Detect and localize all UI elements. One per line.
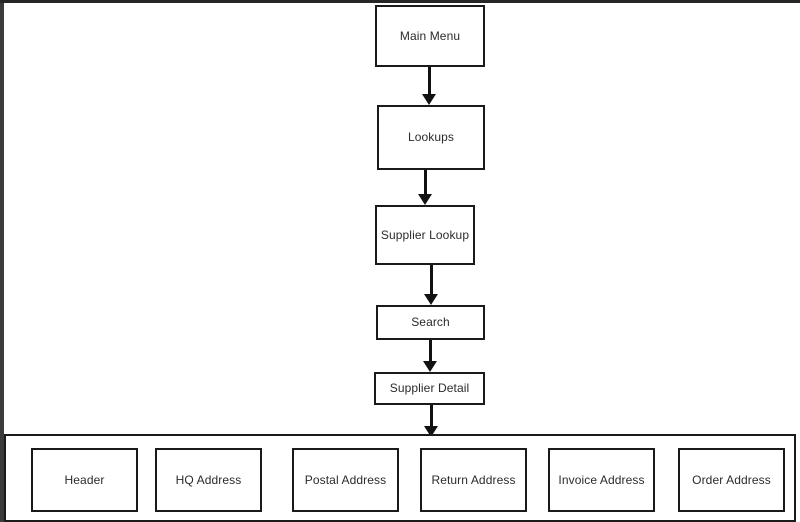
node-order-address[interactable]: Order Address (678, 448, 785, 512)
node-lookups-label: Lookups (407, 130, 455, 145)
node-search[interactable]: Search (376, 305, 485, 340)
node-invoice-address[interactable]: Invoice Address (548, 448, 655, 512)
node-main-menu-label: Main Menu (399, 28, 461, 43)
frame-top-border (0, 0, 800, 3)
node-hq-address-label: HQ Address (175, 472, 242, 487)
node-lookups[interactable]: Lookups (377, 105, 485, 170)
connector-shaft (430, 405, 433, 428)
node-hq-address[interactable]: HQ Address (155, 448, 262, 512)
connector-arrowhead-icon (423, 361, 437, 372)
detail-sections-group: Header HQ Address Postal Address Return … (4, 434, 796, 522)
connector-arrowhead-icon (418, 194, 432, 205)
node-return-address[interactable]: Return Address (420, 448, 527, 512)
node-order-address-label: Order Address (692, 472, 771, 487)
connector-shaft (424, 170, 427, 196)
connector-shaft (429, 340, 432, 363)
connector-arrowhead-icon (424, 294, 438, 305)
node-header-label: Header (64, 472, 105, 487)
node-postal-address[interactable]: Postal Address (292, 448, 399, 512)
connector-shaft (430, 265, 433, 296)
connector-shaft (428, 67, 431, 96)
node-postal-address-label: Postal Address (304, 472, 387, 487)
node-supplier-detail-label: Supplier Detail (389, 381, 470, 396)
node-return-address-label: Return Address (431, 472, 516, 487)
node-invoice-address-label: Invoice Address (558, 472, 645, 487)
frame-left-border (0, 0, 4, 522)
connector-arrowhead-icon (424, 426, 438, 437)
node-supplier-detail[interactable]: Supplier Detail (374, 372, 485, 405)
node-header[interactable]: Header (31, 448, 138, 512)
node-supplier-lookup[interactable]: Supplier Lookup (375, 205, 475, 265)
node-search-label: Search (411, 315, 450, 330)
node-main-menu[interactable]: Main Menu (375, 5, 485, 67)
connector-arrowhead-icon (422, 94, 436, 105)
node-supplier-lookup-label: Supplier Lookup (380, 227, 470, 242)
